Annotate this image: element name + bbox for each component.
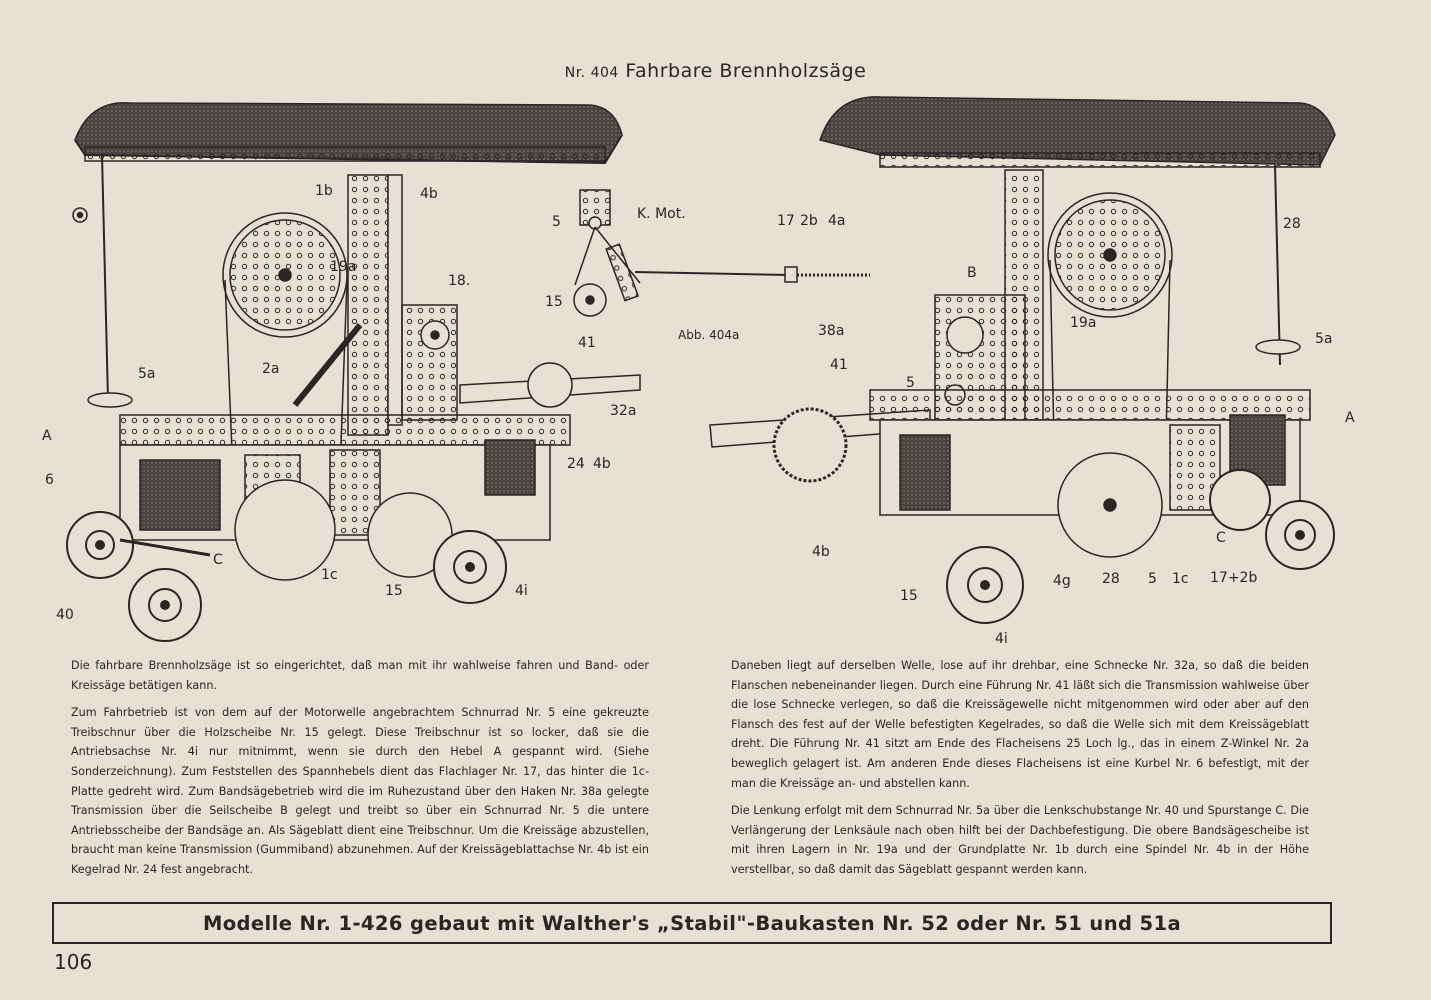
label: 1c [1172,571,1189,587]
label: 4b [420,186,438,202]
label: 24 [567,456,585,472]
figure-caption: Abb. 404a [678,328,739,342]
label: B [967,265,977,281]
label: 1c [321,567,338,583]
label: 41 [578,335,596,351]
detail-sketch [573,189,870,317]
label: 5a [138,366,156,382]
label: C [1216,530,1226,546]
model-illustration: 1b 4b 19a 18. 2a 5a A 6 41 32a 24 4b C 1… [42,96,1355,647]
label: 19a [1070,315,1096,331]
label: 6 [45,472,54,488]
footer-banner: Modelle Nr. 1-426 gebaut mit Walther's „… [52,902,1332,944]
label: 41 [830,357,848,373]
paragraph: Die fahrbare Brennholzsäge ist so einger… [71,659,649,692]
label: 5 [552,214,561,230]
text-column-right: Daneben liegt auf derselben Welle, lose … [731,656,1309,888]
label: 4i [515,583,528,599]
model-name: Fahrbare Brennholzsäge [625,60,867,82]
text-column-left: Die fahrbare Brennholzsäge ist so einger… [71,656,649,888]
label: 38a [818,323,844,339]
label: C [213,552,223,568]
label: 2b [800,213,818,229]
label: 19a [330,259,356,275]
label: 17+2b [1210,570,1257,586]
label: 28 [1283,216,1301,232]
label: 17 [777,213,795,229]
left-model-drawing [66,102,641,642]
page-title: Nr. 404 Fahrbare Brennholzsäge [0,60,1431,82]
label: A [1345,410,1355,426]
label: 5a [1315,331,1333,347]
label: 1b [315,183,333,199]
label: 4i [995,631,1008,647]
label: 4g [1053,573,1071,589]
label: K. Mot. [637,206,686,222]
paragraph: Daneben liegt auf derselben Welle, lose … [731,659,1309,790]
paragraph: Die Lenkung erfolgt mit dem Schnurrad Nr… [731,804,1309,876]
label: 15 [900,588,918,604]
label: 15 [545,294,563,310]
left-labels: 1b 4b 19a 18. 2a 5a A 6 41 32a 24 4b C 1… [42,183,636,623]
label: 28 [1102,571,1120,587]
label: 15 [385,583,403,599]
label: 5 [1148,571,1157,587]
label: 4b [812,544,830,560]
label: 5 [906,375,915,391]
page-number: 106 [54,950,93,974]
label: A [42,428,52,444]
label: 40 [56,607,74,623]
model-number: Nr. 404 [564,65,619,81]
right-model-drawing [709,96,1336,624]
label: 32a [610,403,636,419]
label: 4b [593,456,611,472]
label: 2a [262,361,280,377]
footer-text: Modelle Nr. 1-426 gebaut mit Walther's „… [202,911,1182,935]
paragraph: Zum Fahrbetrieb ist von dem auf der Moto… [71,706,649,876]
label: 18. [448,273,470,289]
detail-labels: 5 K. Mot. 15 17 2b 4a [545,206,846,310]
label: 4a [828,213,846,229]
right-labels: 28 B 19a 38a 41 5 5a A 4b 15 4g 28 5 1c … [812,216,1355,647]
